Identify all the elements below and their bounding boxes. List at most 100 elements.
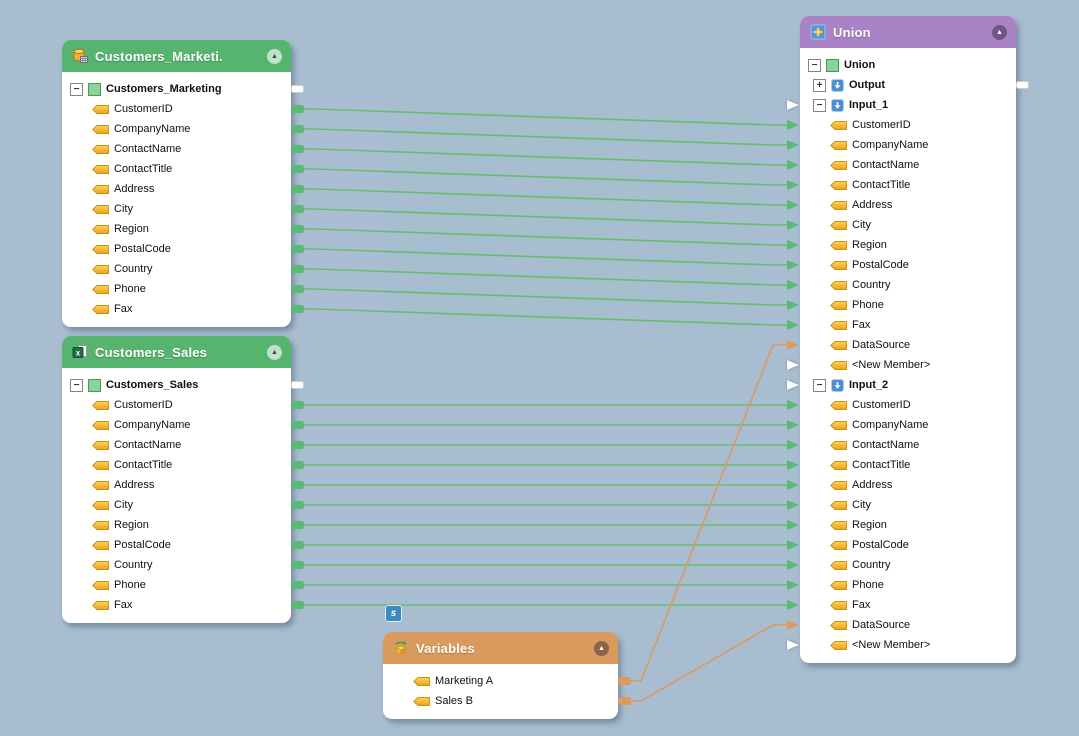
input-connector[interactable] <box>787 320 799 330</box>
tree-item-city[interactable]: City <box>787 495 1016 515</box>
tree-item-fax[interactable]: Fax <box>787 595 1016 615</box>
collapse-button[interactable]: ▲ <box>594 640 609 656</box>
input-connector[interactable] <box>787 160 799 170</box>
output-connector[interactable] <box>291 581 304 589</box>
input-connector[interactable] <box>787 120 799 130</box>
connection-line[interactable] <box>304 248 787 266</box>
connection-line[interactable] <box>304 108 787 126</box>
expander-toggle[interactable]: + <box>813 78 826 92</box>
output-connector[interactable] <box>291 125 304 133</box>
tree-item-input-1[interactable]: −Input_1 <box>787 95 1016 115</box>
tree-item-datasource[interactable]: DataSource <box>787 615 1016 635</box>
component-header[interactable]: Variables▲ <box>383 632 618 664</box>
tree-item-phone[interactable]: Phone <box>62 575 304 595</box>
tree-item-phone[interactable]: Phone <box>62 279 304 299</box>
connection-line[interactable] <box>304 228 787 246</box>
tree-item-country[interactable]: Country <box>787 555 1016 575</box>
output-connector[interactable] <box>291 205 304 213</box>
tree-item-city[interactable]: City <box>62 199 304 219</box>
connection-line[interactable] <box>304 168 787 186</box>
expander-toggle[interactable]: − <box>813 98 826 112</box>
tree-item-contactname[interactable]: ContactName <box>62 139 304 159</box>
connection-line[interactable] <box>631 624 787 702</box>
tree-item-contactname[interactable]: ContactName <box>787 155 1016 175</box>
tree-item-new-member[interactable]: <New Member> <box>787 635 1016 655</box>
tree-item-contacttitle[interactable]: ContactTitle <box>62 159 304 179</box>
input-connector[interactable] <box>787 280 799 290</box>
output-connector[interactable] <box>291 285 304 293</box>
tree-item-address[interactable]: Address <box>787 475 1016 495</box>
tree-item-region[interactable]: Region <box>62 515 304 535</box>
tree-item-datasource[interactable]: DataSource <box>787 335 1016 355</box>
tree-item-contacttitle[interactable]: ContactTitle <box>787 455 1016 475</box>
input-connector[interactable] <box>787 520 799 530</box>
input-connector[interactable] <box>787 640 799 650</box>
collapse-button[interactable]: ▲ <box>267 344 282 360</box>
tree-item-customers-marketing[interactable]: −Customers_Marketing <box>62 79 304 99</box>
output-connector[interactable] <box>291 85 304 93</box>
connection-line[interactable] <box>304 208 787 226</box>
tree-item-companyname[interactable]: CompanyName <box>787 415 1016 435</box>
input-connector[interactable] <box>787 500 799 510</box>
tree-item-city[interactable]: City <box>62 495 304 515</box>
tree-item-region[interactable]: Region <box>62 219 304 239</box>
output-connector[interactable] <box>618 697 631 705</box>
output-connector[interactable] <box>291 381 304 389</box>
component-header[interactable]: Customers_Marketi.▲ <box>62 40 291 72</box>
tree-item-output[interactable]: +Output <box>800 75 1029 95</box>
tree-item-companyname[interactable]: CompanyName <box>787 135 1016 155</box>
input-connector[interactable] <box>787 220 799 230</box>
input-connector[interactable] <box>787 400 799 410</box>
output-connector[interactable] <box>291 561 304 569</box>
output-connector[interactable] <box>291 145 304 153</box>
tree-item-country[interactable]: Country <box>62 555 304 575</box>
tree-item-city[interactable]: City <box>787 215 1016 235</box>
output-connector[interactable] <box>291 441 304 449</box>
connection-line[interactable] <box>304 128 787 146</box>
input-connector[interactable] <box>787 380 799 390</box>
tree-item-sales-b[interactable]: Sales B <box>383 691 631 711</box>
input-connector[interactable] <box>787 300 799 310</box>
output-connector[interactable] <box>291 245 304 253</box>
collapse-button[interactable]: ▲ <box>992 24 1007 40</box>
tree-item-union[interactable]: −Union <box>800 55 1016 75</box>
output-connector[interactable] <box>291 401 304 409</box>
tree-item-country[interactable]: Country <box>787 275 1016 295</box>
tree-item-contacttitle[interactable]: ContactTitle <box>787 175 1016 195</box>
tree-item-address[interactable]: Address <box>787 195 1016 215</box>
component-header[interactable]: Union▲ <box>800 16 1016 48</box>
tree-item-input-2[interactable]: −Input_2 <box>787 375 1016 395</box>
output-connector[interactable] <box>291 601 304 609</box>
tree-item-postalcode[interactable]: PostalCode <box>62 535 304 555</box>
input-connector[interactable] <box>787 180 799 190</box>
tree-item-address[interactable]: Address <box>62 179 304 199</box>
tree-item-contacttitle[interactable]: ContactTitle <box>62 455 304 475</box>
input-connector[interactable] <box>787 340 799 350</box>
collapse-button[interactable]: ▲ <box>267 48 282 64</box>
tree-item-fax[interactable]: Fax <box>787 315 1016 335</box>
output-connector[interactable] <box>291 461 304 469</box>
tree-item-region[interactable]: Region <box>787 235 1016 255</box>
input-connector[interactable] <box>787 200 799 210</box>
tree-item-contactname[interactable]: ContactName <box>62 435 304 455</box>
output-connector[interactable] <box>291 185 304 193</box>
input-connector[interactable] <box>787 360 799 370</box>
output-connector[interactable] <box>291 105 304 113</box>
tree-item-postalcode[interactable]: PostalCode <box>787 535 1016 555</box>
tree-item-country[interactable]: Country <box>62 259 304 279</box>
output-connector[interactable] <box>291 305 304 313</box>
tree-item-phone[interactable]: Phone <box>787 295 1016 315</box>
tree-item-postalcode[interactable]: PostalCode <box>787 255 1016 275</box>
tree-item-fax[interactable]: Fax <box>62 299 304 319</box>
input-connector[interactable] <box>787 580 799 590</box>
input-connector[interactable] <box>787 420 799 430</box>
tree-item-companyname[interactable]: CompanyName <box>62 119 304 139</box>
tree-item-customerid[interactable]: CustomerID <box>787 115 1016 135</box>
output-connector[interactable] <box>291 541 304 549</box>
tree-item-customerid[interactable]: CustomerID <box>787 395 1016 415</box>
connection-line[interactable] <box>304 148 787 166</box>
